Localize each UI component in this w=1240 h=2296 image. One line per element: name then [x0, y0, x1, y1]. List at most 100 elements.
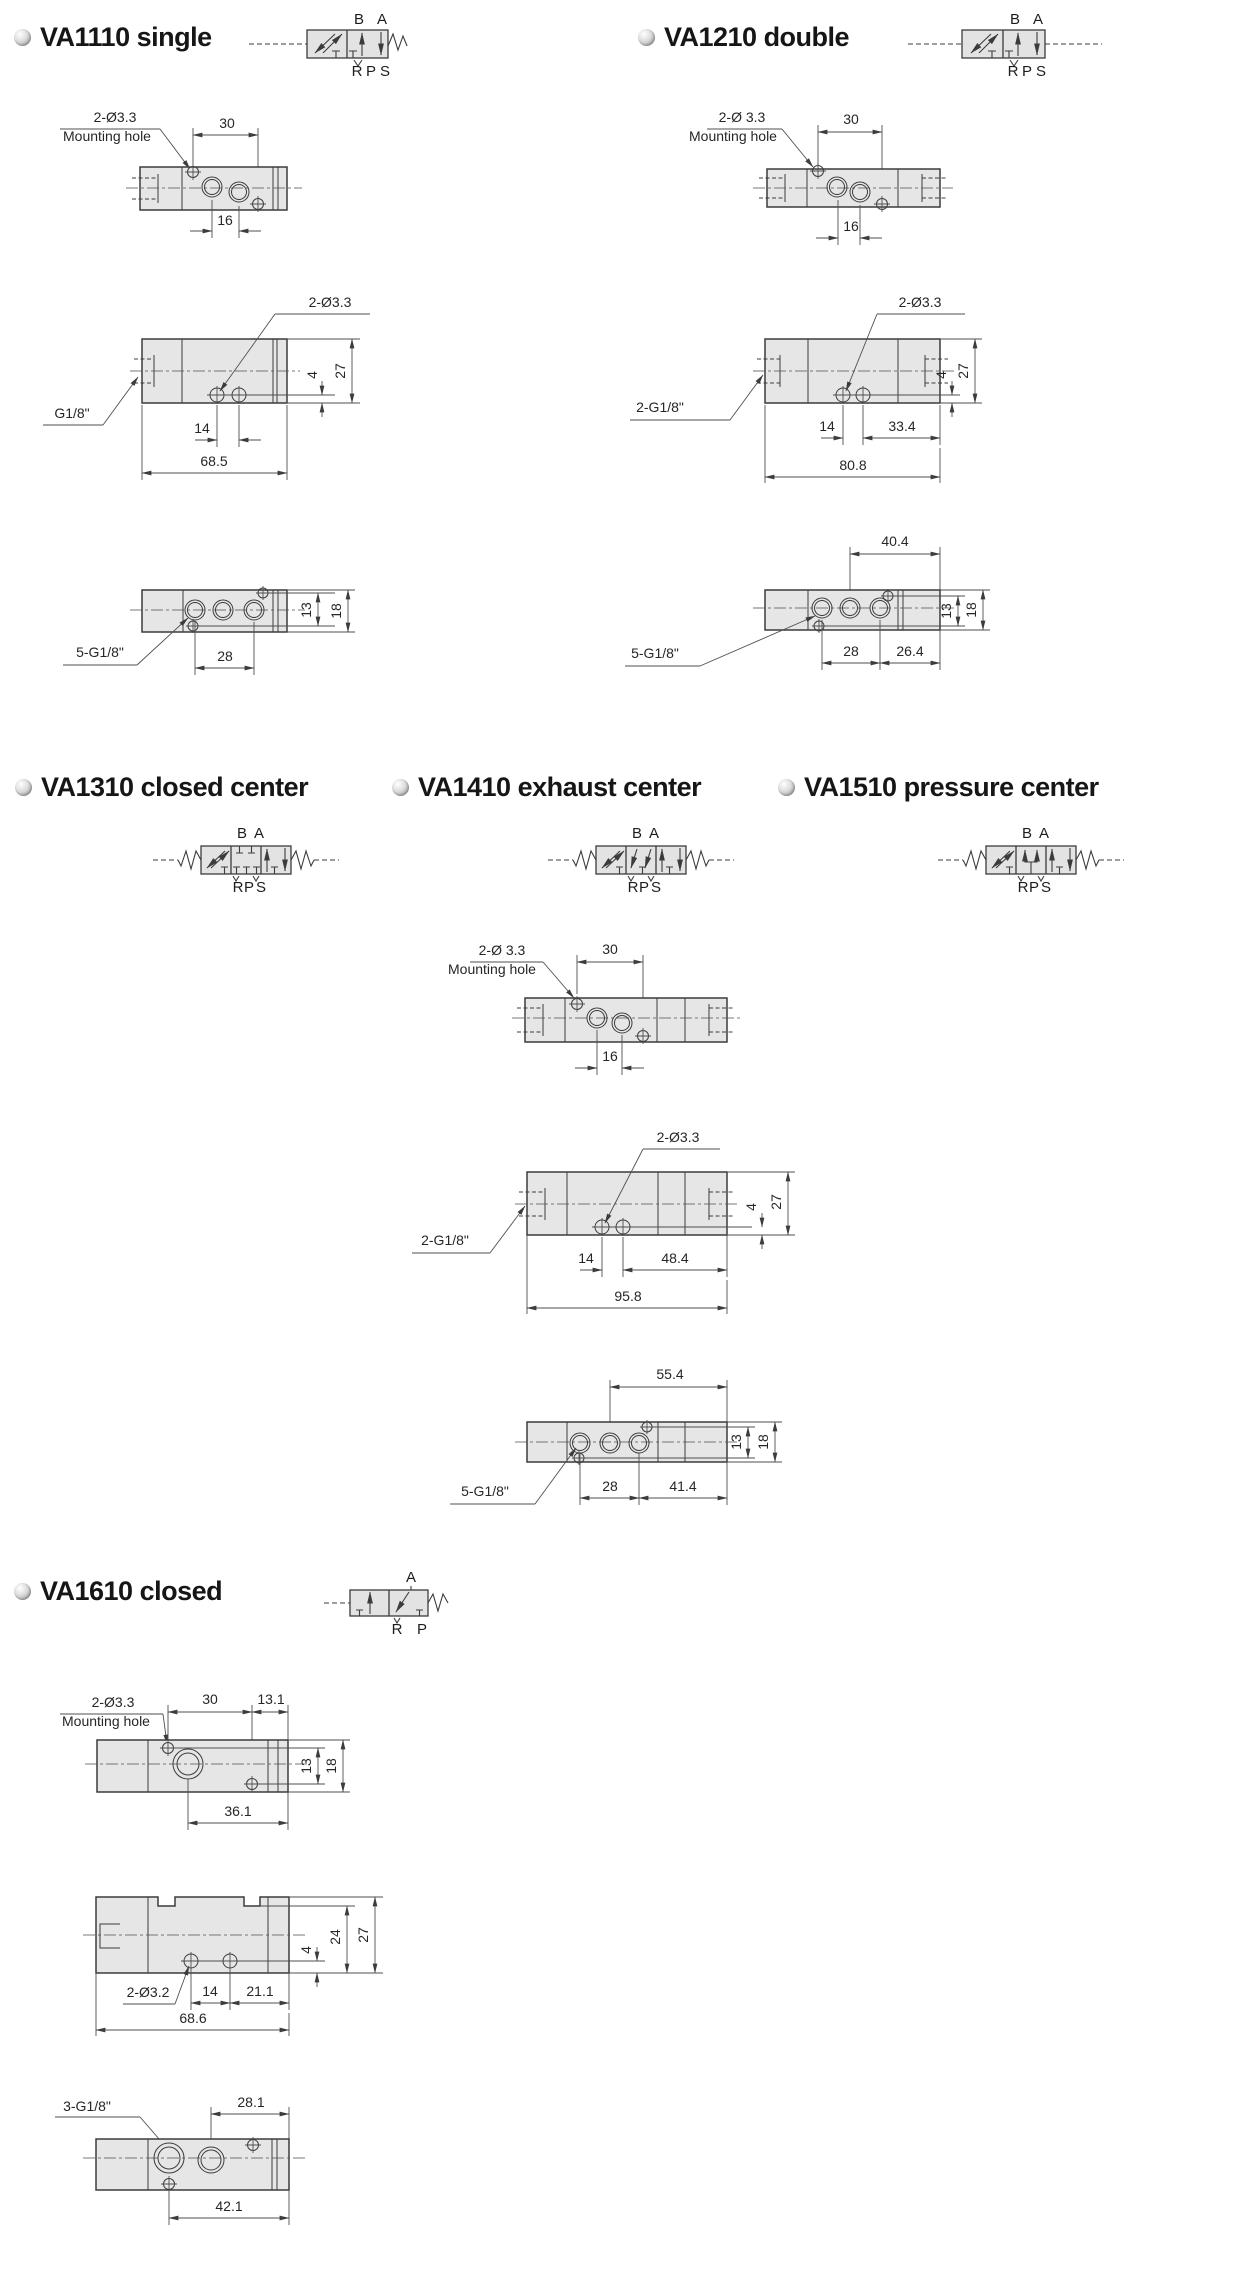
port-label-s: S: [651, 879, 661, 896]
dim-label: 13: [298, 602, 314, 618]
leader-line: [625, 615, 816, 667]
dim-label: 28: [843, 643, 859, 659]
valve-symbol-va1210: B A R P S: [908, 11, 1102, 80]
leader-line: [604, 1148, 720, 1224]
dimension-13: 13: [174, 1747, 325, 1785]
dim-label: 41.4: [669, 1478, 696, 1494]
flow-arrows: [206, 846, 288, 883]
dimension-28-1: 28.1: [210, 2094, 290, 2147]
page-title: VA1110 single: [40, 22, 212, 52]
page-title: VA1510 pressure center: [804, 772, 1099, 802]
port-label-r: R: [1018, 879, 1029, 896]
valve-body: [524, 997, 728, 1043]
dim-label: 30: [602, 941, 618, 957]
dim-label: 14: [578, 1250, 594, 1266]
header-va1310: VA1310 closed center: [15, 772, 309, 803]
port-circle: [153, 2142, 225, 2174]
hole-note-2: Mounting hole: [448, 961, 536, 977]
port-note: 2-G1/8": [636, 399, 684, 415]
port-label-a: A: [254, 825, 264, 842]
dim-label: 27: [355, 1927, 371, 1943]
valve-symbol-va1610: A R P: [324, 1569, 449, 1638]
dim-label: 16: [217, 212, 233, 228]
dim-label: 24: [327, 1929, 343, 1945]
dim-label: 21.1: [246, 1983, 273, 1999]
page-title: VA1210 double: [664, 22, 850, 52]
dim-label: 4: [743, 1203, 759, 1211]
dim-label: 55.4: [656, 1366, 683, 1382]
mounting-hole-crosshair: [572, 1420, 654, 1465]
leader-line: [63, 617, 189, 666]
valve-symbol-va1510: B A R P S: [938, 825, 1124, 896]
dim-label: 33.4: [888, 418, 915, 434]
dimension-16: 16: [575, 1030, 644, 1075]
end-connector: [517, 1004, 735, 1036]
dim-label: 18: [963, 602, 979, 618]
port-label-s: S: [256, 879, 266, 896]
dim-label: 48.4: [661, 1250, 688, 1266]
header-va1210: VA1210 double: [638, 22, 850, 53]
va1210-top-view-drawing: 2-Ø 3.3 Mounting hole 30 16: [689, 109, 953, 245]
dim-label: 18: [323, 1758, 339, 1774]
flow-arrows: [356, 1586, 423, 1625]
port-note: 2-G1/8": [421, 1232, 469, 1248]
flow-arrows: [314, 32, 384, 67]
port-label-p: P: [417, 1621, 427, 1638]
dimension-80-8: 80.8: [764, 405, 941, 483]
dim-label: 4: [933, 371, 949, 379]
leader-line: [707, 128, 814, 168]
dimension-48-4: 48.4: [622, 1235, 728, 1277]
dim-label: 80.8: [839, 457, 866, 473]
pilot-hole-crosshair: [833, 386, 960, 404]
dimension-28: 28: [194, 622, 255, 675]
mounting-hole-crosshair: [160, 1740, 260, 1792]
dim-label: 18: [328, 603, 344, 619]
va1210-bottom-view-drawing: 40.4 28 26.4 13 18 5-G1/8": [625, 533, 990, 670]
dimension-4: 4: [287, 371, 335, 417]
port-label-r: R: [233, 879, 244, 896]
va1610-front-view-drawing: 2-Ø3.2 14 21.1 68.6 4 24 27: [83, 1896, 383, 2036]
port-label-a: A: [406, 1569, 416, 1586]
leader-line: [450, 1447, 577, 1505]
port-label-r: R: [352, 63, 363, 80]
dimension-40-4: 40.4: [849, 533, 941, 598]
dimension-36-1: 36.1: [187, 1779, 289, 1830]
port-circle: [586, 1007, 633, 1034]
body-section-lines: [566, 1172, 686, 1235]
dimension-14: 14: [194, 405, 261, 447]
port-note: 5-G1/8": [76, 644, 124, 660]
cell-divider: [230, 846, 262, 874]
body-section-lines: [564, 998, 686, 1042]
port-label-p: P: [1022, 63, 1032, 80]
dimension-13: 13: [825, 595, 965, 627]
body-section-lines: [147, 2139, 278, 2190]
valve-symbol-va1410: B A R P S: [548, 825, 734, 896]
valve-body: [96, 1739, 289, 1793]
dimension-27: 27: [287, 338, 360, 404]
dim-label: 68.5: [200, 453, 227, 469]
dimension-27: 27: [940, 338, 982, 404]
dimension-13: 13: [199, 592, 335, 627]
port-note: G1/8": [54, 405, 89, 421]
dim-label: 16: [602, 1048, 618, 1064]
dimension-33-4: 33.4: [862, 405, 941, 445]
dim-label: 95.8: [614, 1288, 641, 1304]
port-label-p: P: [244, 879, 254, 896]
page-title: VA1310 closed center: [41, 772, 309, 802]
center-bottom-view-drawing: 55.4 28 41.4 13 18 5-G1/8": [450, 1366, 782, 1505]
va1110-top-view-drawing: 2-Ø3.3 Mounting hole 30 16: [60, 109, 302, 238]
va1610-top-view-drawing: 2-Ø3.3 Mounting hole 30 13.1 36.1 13 18: [60, 1691, 350, 1830]
dimension-18: 18: [727, 1421, 782, 1463]
port-circle: [826, 176, 871, 203]
port-circle: [201, 176, 250, 203]
dim-label: 4: [304, 371, 320, 379]
hole-note: 2-Ø 3.3: [479, 942, 526, 958]
dim-label: 13: [728, 1434, 744, 1450]
bullet-icon: [14, 1583, 31, 1600]
mounting-hole-crosshair: [810, 163, 890, 212]
dimension-30: 30: [576, 941, 644, 1030]
dimension-21-1: 21.1: [229, 1973, 290, 2010]
dimension-42-1: 42.1: [168, 2190, 290, 2225]
dimension-55-4: 55.4: [609, 1366, 728, 1433]
dim-label: 27: [332, 363, 348, 379]
